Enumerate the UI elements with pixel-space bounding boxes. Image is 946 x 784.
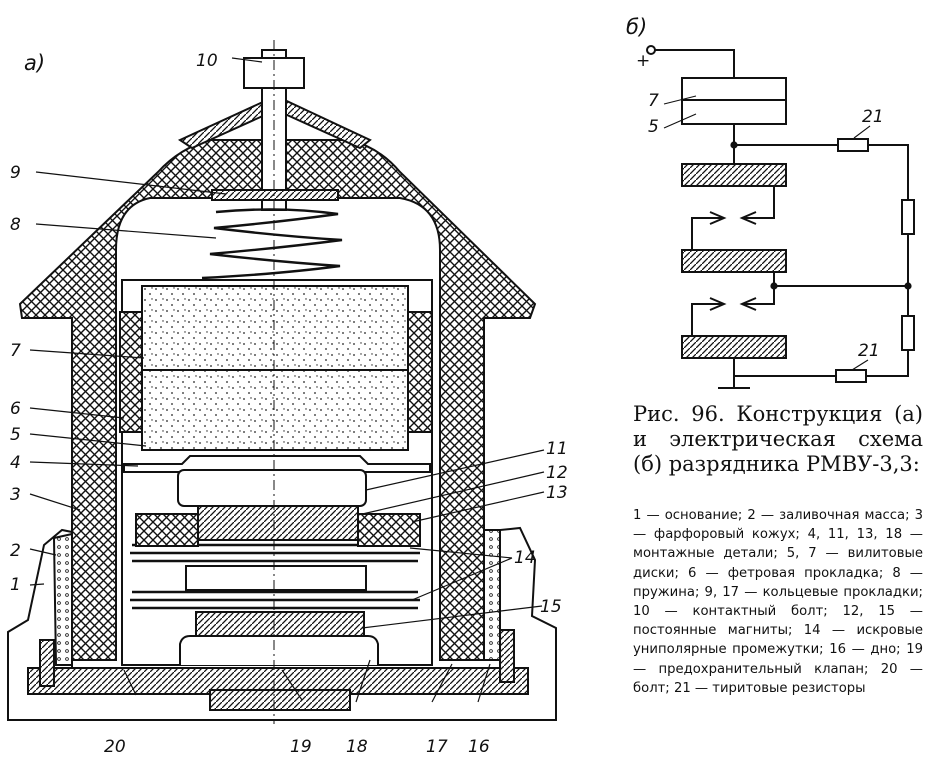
electrode-2 <box>681 249 787 273</box>
porcelain-housing-3 <box>18 139 537 661</box>
label-2: 2 <box>10 541 21 561</box>
mounting-part-11 <box>177 469 367 507</box>
valve-19 <box>209 689 351 711</box>
caption-legend: 1 — основание; 2 — заливочная масса; 3 —… <box>633 508 923 696</box>
label-16: 16 <box>468 737 490 757</box>
label-6: 6 <box>10 399 21 419</box>
label-7: 7 <box>10 341 21 361</box>
mounting-part-13b <box>357 513 421 547</box>
label-10: 10 <box>196 51 218 71</box>
potting-2-left <box>52 532 73 666</box>
schematic-label-5: 5 <box>648 117 659 137</box>
spark-gaps-14 <box>130 543 420 610</box>
felt-pad-6-right <box>407 311 433 433</box>
bottom-plate-16 <box>27 667 529 695</box>
schematic-label-7: 7 <box>648 91 659 111</box>
vilite-disc-7 <box>141 285 409 371</box>
label-20: 20 <box>104 737 126 757</box>
label-17: 17 <box>426 737 448 757</box>
resistor-21-bottom <box>835 369 867 383</box>
label-14: 14 <box>514 548 536 568</box>
spring-8 <box>201 208 343 280</box>
resistor-right-1 <box>901 199 915 235</box>
bolt-20-right <box>499 629 515 683</box>
label-18: 18 <box>346 737 368 757</box>
resistor-right-2 <box>901 315 915 351</box>
vilite-disc-5 <box>141 369 409 451</box>
magnet-15b <box>195 611 365 637</box>
label-8: 8 <box>10 215 21 235</box>
magnet-15 <box>185 565 367 591</box>
leader-lines <box>29 57 545 703</box>
panel-b-label: б) <box>626 15 647 39</box>
schematic-label-21-top: 21 <box>862 107 884 127</box>
part-labels: а) 10 9 8 7 6 5 4 3 2 1 11 12 13 14 15 2… <box>10 51 568 757</box>
label-15: 15 <box>540 597 562 617</box>
electrode-3 <box>681 335 787 359</box>
label-13: 13 <box>546 483 568 503</box>
electrode-1 <box>681 163 787 187</box>
panel-a <box>7 40 557 724</box>
label-12: 12 <box>546 463 568 483</box>
caption-title: Рис. 96. Конструкция (а) и электрическая… <box>633 402 923 476</box>
panel-b <box>646 45 915 389</box>
label-19: 19 <box>290 737 312 757</box>
label-4: 4 <box>10 453 21 473</box>
magnet-12 <box>197 505 359 541</box>
plus-sign: + <box>636 51 650 71</box>
mounting-part-13 <box>135 513 199 547</box>
label-3: 3 <box>10 485 21 505</box>
label-9: 9 <box>10 163 21 183</box>
mounting-part-18 <box>179 635 379 665</box>
resistor-21-top <box>837 138 869 152</box>
label-1: 1 <box>10 575 21 595</box>
ring-gasket-9 <box>211 189 339 201</box>
label-11: 11 <box>546 439 568 459</box>
label-5: 5 <box>10 425 21 445</box>
bolt-20-left <box>39 639 55 687</box>
schematic-labels: б) + 7 5 21 21 <box>626 15 884 361</box>
panel-a-label: а) <box>24 51 45 75</box>
felt-pad-6-left <box>119 311 145 433</box>
schematic-label-21-bottom: 21 <box>858 341 880 361</box>
